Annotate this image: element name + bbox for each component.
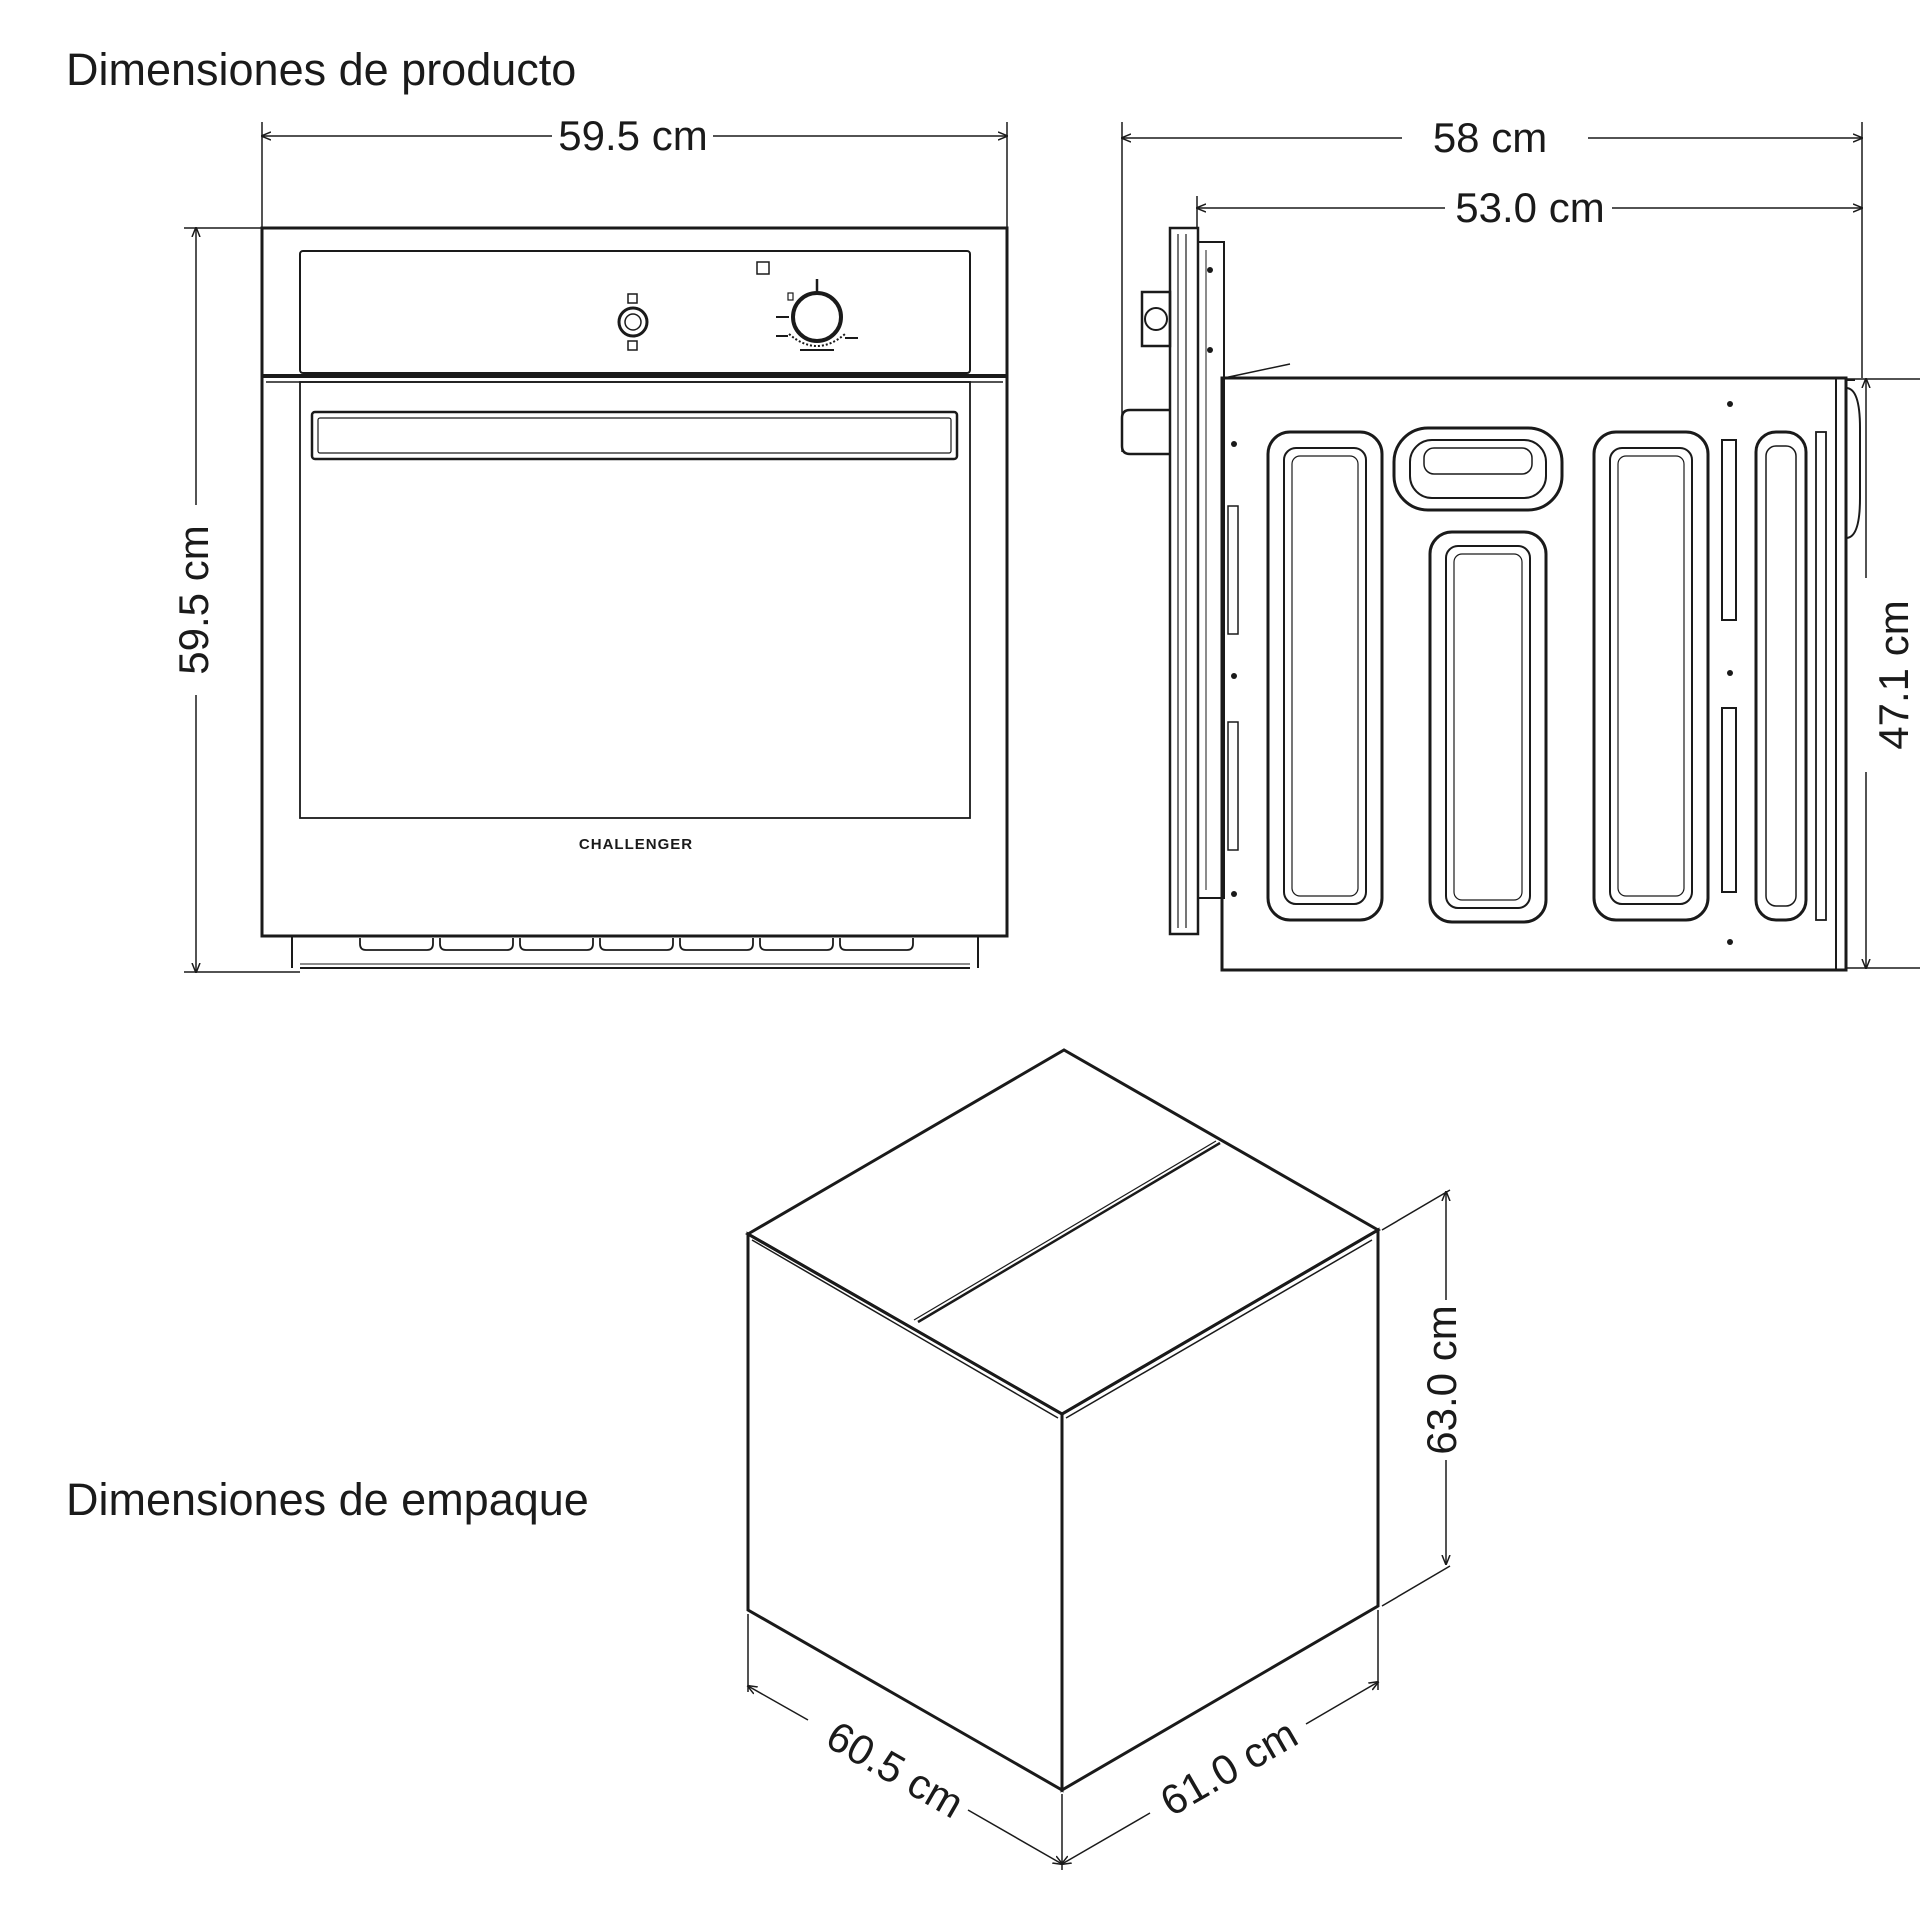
oven-side-body: [1120, 226, 1861, 972]
brand-logo: CHALLENGER: [579, 836, 693, 853]
package-width-dimension: 61.0 cm: [1062, 1610, 1378, 1870]
side-body-depth-dimension: 53.0 cm: [1197, 184, 1862, 231]
side-body-height-label: 47.1 cm: [1870, 600, 1917, 749]
front-width-dimension: 59.5 cm: [262, 112, 1007, 228]
package-height-dimension: 63.0 cm: [1381, 1189, 1465, 1607]
package-depth-label: 60.5 cm: [819, 1712, 972, 1827]
temperature-dial-knob: [756, 261, 858, 351]
package-depth-dimension: 60.5 cm: [748, 1614, 1062, 1864]
package-dimensions-title: Dimensiones de empaque: [66, 1474, 589, 1525]
front-width-label: 59.5 cm: [558, 112, 707, 159]
side-view: 58 cm 53.0 cm 47.1 cm: [1120, 114, 1920, 972]
package-height-label: 63.0 cm: [1418, 1305, 1465, 1454]
front-view: 59.5 cm 59.5 cm: [170, 112, 1009, 972]
package-width-label: 61.0 cm: [1152, 1710, 1305, 1825]
front-height-label: 59.5 cm: [170, 525, 217, 674]
oven-front-body: CHALLENGER: [260, 226, 1009, 969]
side-overall-depth-label: 58 cm: [1433, 114, 1547, 161]
oven-base-vents: [291, 936, 979, 969]
side-screws: [1207, 267, 1733, 945]
light-switch-knob: [617, 293, 649, 351]
package-box: [745, 1048, 1381, 1793]
side-body-height-dimension: 47.1 cm: [1846, 379, 1920, 968]
side-body-depth-label: 53.0 cm: [1455, 184, 1604, 231]
side-overall-depth-dimension: 58 cm: [1122, 114, 1862, 452]
front-height-dimension: 59.5 cm: [170, 228, 300, 972]
package-view: 63.0 cm 61.0 cm 60.5 cm: [745, 1048, 1465, 1870]
product-dimensions-title: Dimensiones de producto: [66, 44, 577, 95]
side-panel-embossing: [1227, 426, 1808, 924]
